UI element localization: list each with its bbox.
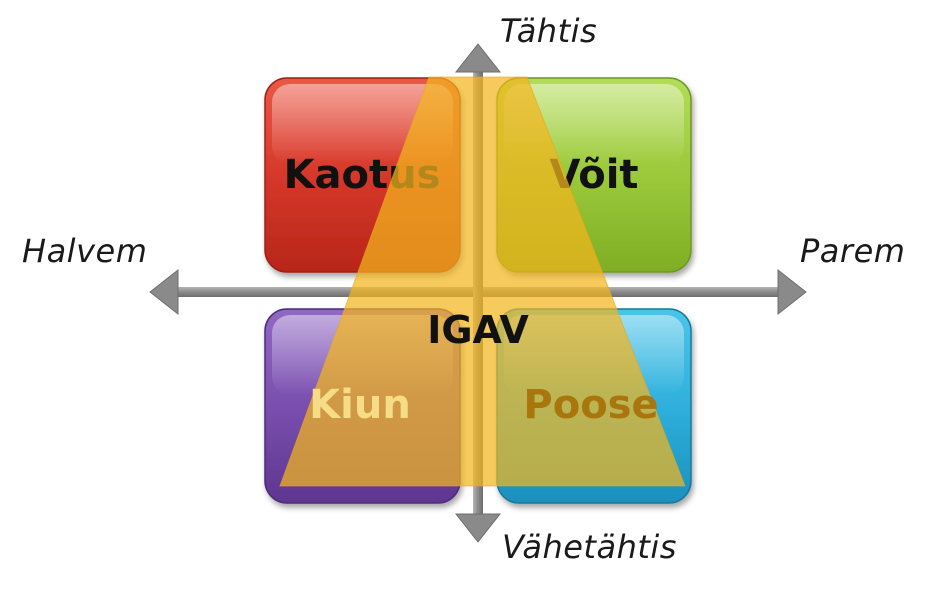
axis-label-top: Tähtis [500, 12, 598, 50]
axis-label-right: Parem [800, 232, 906, 270]
axis-label-left: Halvem [22, 232, 148, 270]
axis-label-bottom: Vähetähtis [502, 528, 677, 566]
center-label: IGAV [427, 308, 529, 352]
priority-triangle [279, 76, 686, 487]
quadrant-label-bottom-right: Poose [523, 382, 658, 428]
quadrant-label-bottom-left: Kiun [309, 382, 411, 428]
